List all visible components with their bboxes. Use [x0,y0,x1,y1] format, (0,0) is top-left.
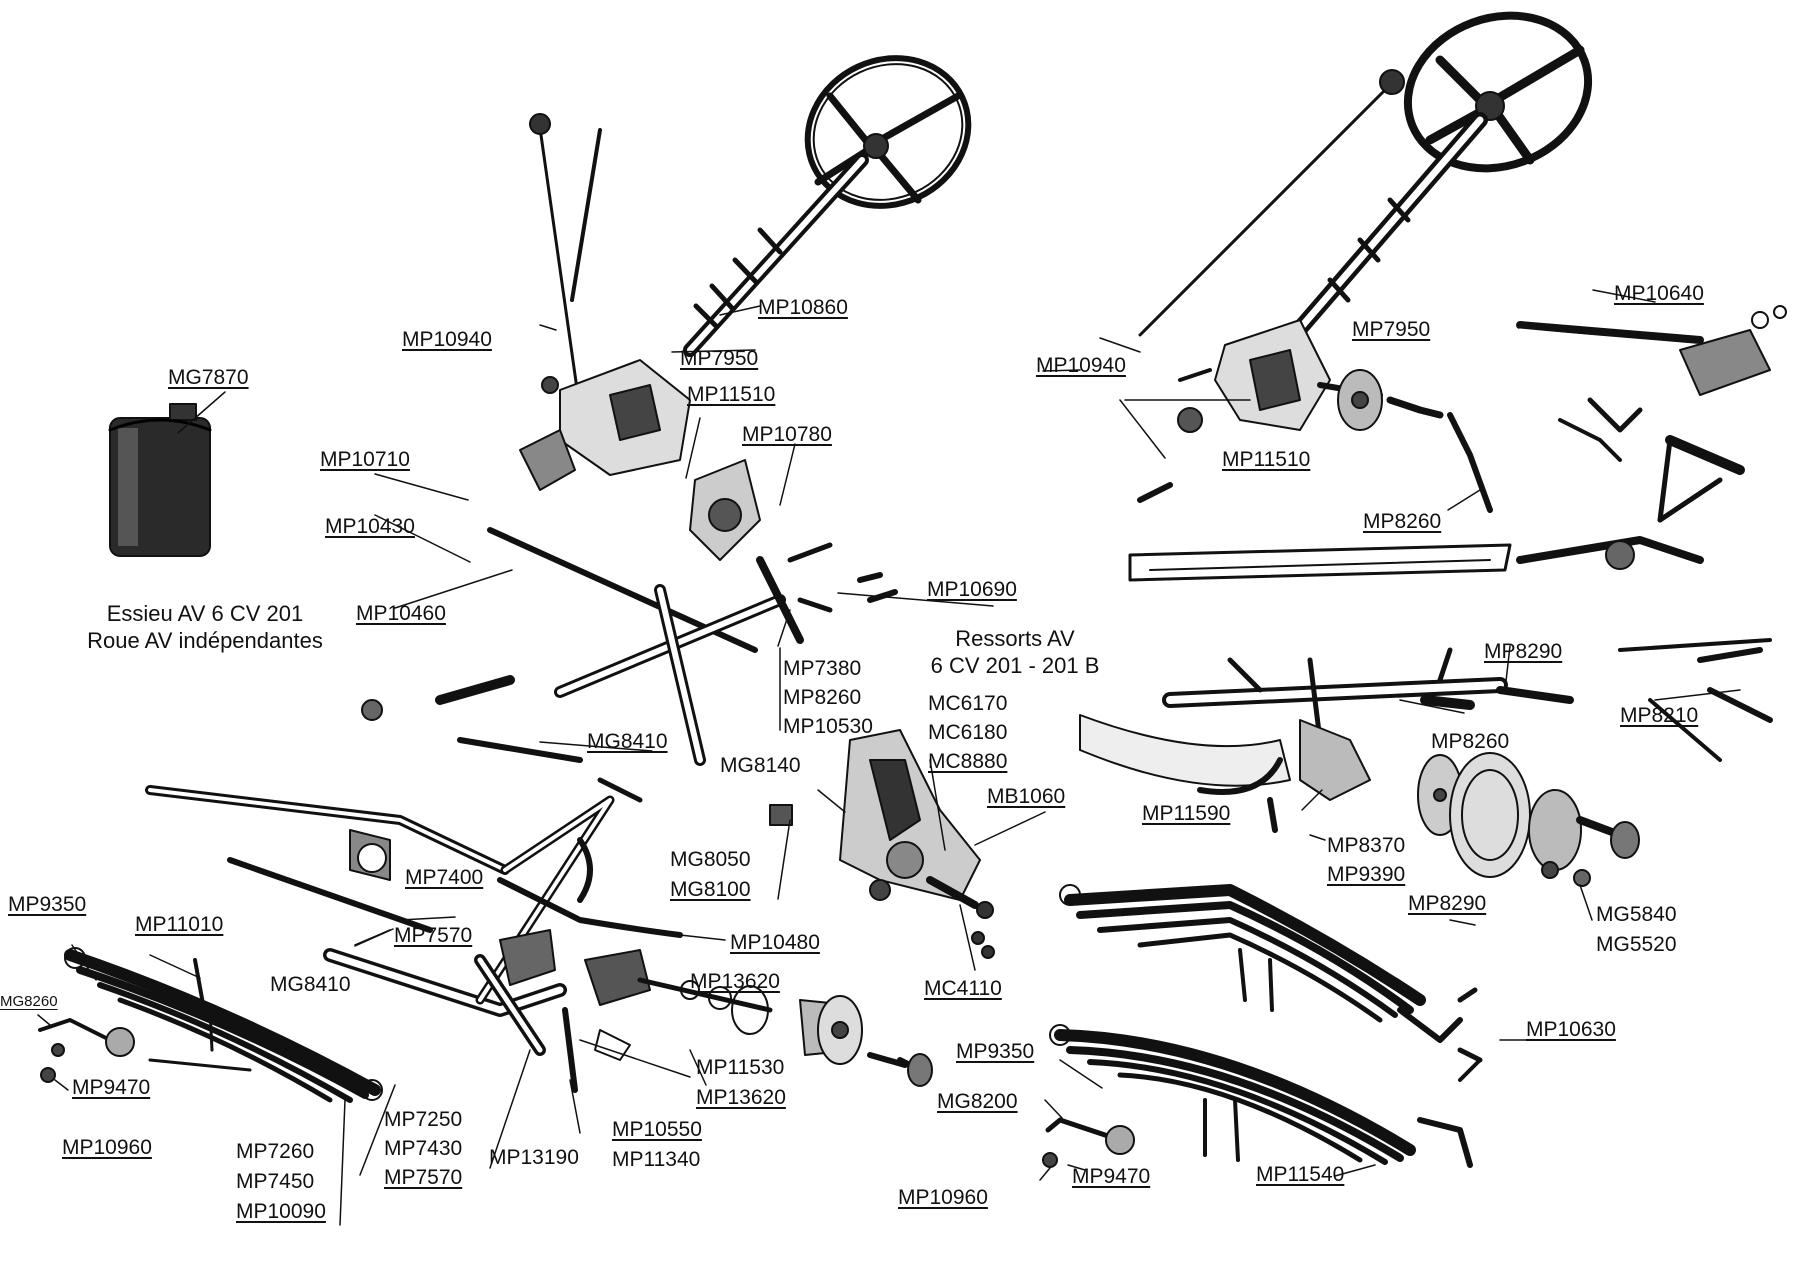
part-label: MP13620 [696,1086,786,1109]
part-label: MG8260 [0,993,58,1010]
part-label: MP8370 [1327,834,1406,857]
part-label: MP7380 [783,657,862,680]
left-caption-line-1: Essieu AV 6 CV 201 [106,601,304,626]
part-label: MP10530 [783,715,873,738]
part-label: MP11590 [1142,802,1231,825]
part-label: MG8200 [937,1090,1018,1113]
part-label: MB1060 [987,785,1066,808]
part-label: MP7260 [236,1140,315,1163]
part-label: MC6180 [928,721,1008,744]
part-label: MP10960 [898,1186,988,1209]
part-label: MP11340 [612,1148,701,1171]
part-label: MP7400 [405,866,484,889]
part-label: MP10640 [1614,282,1704,305]
part-label: MP9470 [72,1076,151,1099]
left-caption: Essieu AV 6 CV 201 Roue AV indépendantes [60,600,350,654]
part-label: MP13620 [690,970,780,993]
right-caption-line-2: 6 CV 201 - 201 B [930,653,1100,678]
right-caption-line-1: Ressorts AV [955,626,1075,651]
part-label: MG8100 [670,878,751,901]
part-label: MP9390 [1327,863,1406,886]
right-lower-leaf-spring [1042,1024,1482,1168]
part-label: MG8410 [270,973,351,996]
part-label: MG5520 [1596,933,1677,956]
part-label: MP10960 [62,1136,152,1159]
part-label: MP7450 [236,1170,315,1193]
part-label: MP10940 [402,328,492,351]
part-label: MP9350 [8,893,87,916]
right-upper-leaf-spring [1059,884,1483,1063]
right-steering-assembly [1137,11,1593,513]
part-label: MP10690 [927,578,1017,601]
part-label: MP10430 [325,515,415,538]
part-label: MP8290 [1408,892,1487,915]
part-label: MP7950 [680,347,759,370]
part-label: MC8880 [928,750,1008,773]
part-label: MP10940 [1036,354,1126,377]
part-label: MP8260 [1363,510,1442,533]
part-label: MP8260 [1431,730,1510,753]
part-label: MP7250 [384,1108,463,1131]
part-label: MP11510 [1222,448,1311,471]
left-leaf-spring [38,947,383,1103]
part-label: MP11530 [696,1056,785,1079]
part-label: MP7950 [1352,318,1431,341]
part-label: MG7870 [168,366,249,389]
part-label: MP10860 [758,296,848,319]
part-label: MG8410 [587,730,668,753]
part-label: MP10780 [742,423,832,446]
part-label: MP9470 [1072,1165,1151,1188]
part-label: MP13190 [489,1146,579,1169]
part-label: MP10460 [356,602,446,625]
leader-lines [37,289,1741,1226]
part-label: MP10710 [320,448,410,471]
right-top-mechanism [1516,305,1787,523]
center-kingpin-assembly [769,729,995,959]
part-label: MP11540 [1256,1163,1345,1186]
part-label: MP7570 [394,924,473,947]
part-label: MP8210 [1620,704,1699,727]
part-label: MP10630 [1526,1018,1616,1041]
part-label: MP11510 [687,383,776,406]
part-label: MP10550 [612,1118,702,1141]
part-label: MC4110 [924,977,1002,1000]
left-hub-assembly [497,837,933,1093]
right-caption: Ressorts AV 6 CV 201 - 201 B [920,625,1110,679]
part-label: MP9350 [956,1040,1035,1063]
part-label: MP11010 [135,913,224,936]
part-label: MP10090 [236,1200,326,1223]
part-label: MP8290 [1484,640,1563,663]
left-caption-line-2: Roue AV indépendantes [87,628,323,653]
left-steering-assembly [361,55,972,766]
part-label: MG5840 [1596,903,1677,926]
part-label: MP10480 [730,931,820,954]
part-label: MP8260 [783,686,862,709]
right-front-axle [1079,536,1773,887]
part-label: MP7570 [384,1166,463,1189]
part-label: MG8140 [720,754,801,777]
left-front-axle [145,737,643,1056]
oil-can-illustration [108,403,212,557]
part-label: MG8050 [670,848,751,871]
part-label: MC6170 [928,692,1008,715]
part-label: MP7430 [384,1137,463,1160]
